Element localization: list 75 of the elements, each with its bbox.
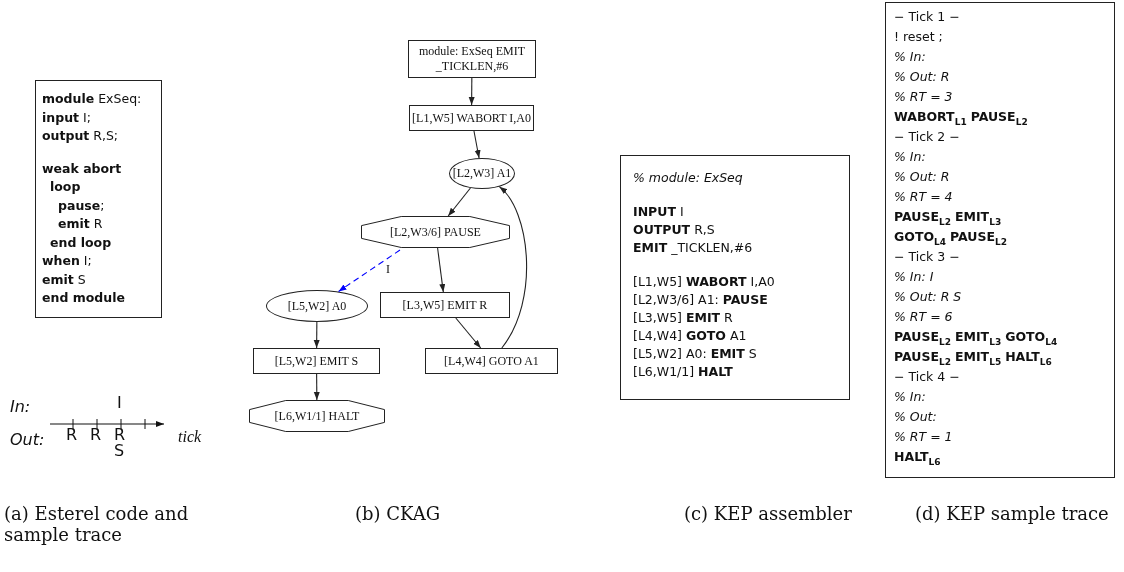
code-line: GOTO$_{L4}$ PAUSE$_{L2}$ <box>894 229 1008 249</box>
arrow <box>473 130 481 159</box>
code-line: − Tick 1 − <box>894 9 960 25</box>
code-line: output R,S; <box>42 128 119 144</box>
code-line: end loop <box>50 234 112 251</box>
code-line: [L1,W5] WABORT I,A0 <box>633 274 775 290</box>
code-line: [L3,W5] EMIT R <box>633 310 733 326</box>
code-line: emit S <box>42 271 86 288</box>
code-line: when I; <box>42 253 92 269</box>
code-line: [L6,W1/1] HALT <box>633 364 733 380</box>
signal-label: S <box>114 441 125 460</box>
process-box: [L1,W5] WABORT I,A0 <box>409 105 534 131</box>
caption: (c) KEP assembler <box>684 503 852 524</box>
signal-label: R <box>114 425 126 444</box>
process-box: module: ExSeq EMIT _TICKLEN,#6 <box>408 40 536 78</box>
process-box: [L3,W5] EMIT R <box>380 292 510 318</box>
code-line: % Out: R <box>894 169 950 185</box>
signal-label: R <box>90 425 102 444</box>
caption: (b) CKAG <box>355 503 441 524</box>
code-line: ! reset ; <box>894 29 943 45</box>
code-line: module ExSeq: <box>42 91 142 107</box>
code-line: weak abort <box>42 160 122 177</box>
code-line: % Out: <box>894 409 937 425</box>
arrow <box>437 247 446 293</box>
code-line: % RT = 6 <box>894 309 953 325</box>
code-line: PAUSE$_{L2}$ EMIT$_{L3}$ <box>894 209 1002 229</box>
arrow <box>447 187 471 217</box>
caption: (d) KEP sample trace <box>915 503 1110 524</box>
code-line: % In: <box>894 389 926 405</box>
arrow <box>455 317 482 349</box>
code-line: end module <box>42 290 125 306</box>
code-line: PAUSE$_{L2}$ EMIT$_{L3}$ GOTO$_{L4}$ <box>894 329 1058 349</box>
code-line: % RT = 3 <box>894 89 953 105</box>
code-listing-box <box>35 80 162 318</box>
process-box: [L4,W4] GOTO A1 <box>425 348 558 374</box>
code-line: % In: <box>894 149 926 165</box>
code-line: [L4,W4] GOTO A1 <box>633 328 747 344</box>
code-line: % RT = 1 <box>894 429 953 445</box>
arrow <box>498 186 527 349</box>
code-line: [L2,W3/6] A1: PAUSE <box>633 292 768 308</box>
code-line: pause; <box>58 197 105 214</box>
caption: (a) Esterel code and sample trace <box>4 503 190 545</box>
pause-octagon: [L2,W3/6] PAUSE <box>361 216 510 248</box>
code-line: loop <box>50 179 81 195</box>
arrow <box>313 321 320 349</box>
code-line: EMIT _TICKLEN,#6 <box>633 240 753 256</box>
code-line: PAUSE$_{L2}$ EMIT$_{L5}$ HALT$_{L6}$ <box>894 349 1052 369</box>
code-line: − Tick 4 − <box>894 369 960 385</box>
code-line: % In: <box>894 49 926 65</box>
arrow <box>313 373 320 401</box>
code-line: % In: I <box>894 269 934 285</box>
axis-label: In: <box>10 397 31 416</box>
pause-octagon: [L6,W1/1] HALT <box>249 400 385 432</box>
code-listing-box <box>620 155 850 400</box>
code-line: emit R <box>58 216 103 232</box>
code-line: input I; <box>42 109 91 126</box>
signal-label: I <box>117 393 122 412</box>
code-line: HALT$_{L6}$ <box>894 449 941 469</box>
arrow <box>468 77 475 106</box>
arrow <box>337 249 401 293</box>
code-line: INPUT I <box>633 204 684 220</box>
code-line: WABORT$_{L1}$ PAUSE$_{L2}$ <box>894 109 1028 129</box>
code-line: [L5,W2] A0: EMIT S <box>633 346 757 362</box>
code-line: % RT = 4 <box>894 189 953 205</box>
code-line: − Tick 2 − <box>894 129 960 145</box>
axis-label: tick <box>178 428 202 446</box>
process-box: [L5,W2] EMIT S <box>253 348 380 374</box>
axis-label: Out: <box>10 430 45 449</box>
code-line: % Out: R S <box>894 289 962 305</box>
code-line: % Out: R <box>894 69 950 85</box>
code-line: OUTPUT R,S <box>633 222 715 238</box>
code-line: − Tick 3 − <box>894 249 960 265</box>
code-line: % module: ExSeq <box>633 170 743 186</box>
signal-label: R <box>66 425 78 444</box>
code-listing-box <box>885 2 1115 478</box>
